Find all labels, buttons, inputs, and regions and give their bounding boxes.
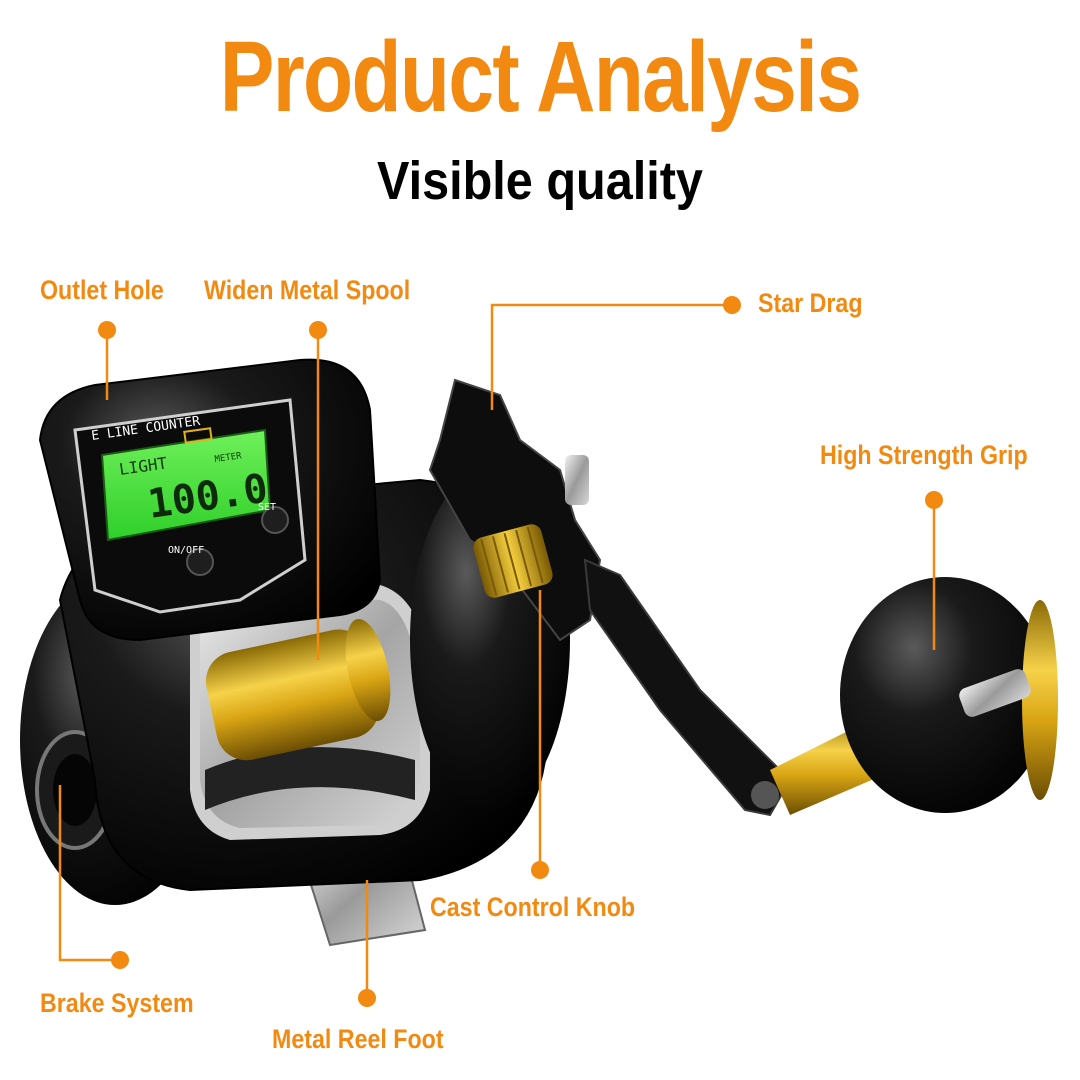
callout-widen-metal-spool: Widen Metal Spool — [204, 275, 411, 305]
callout-dot-reel-foot — [358, 989, 376, 1007]
callout-brake-system: Brake System — [40, 988, 194, 1018]
callout-star-drag: Star Drag — [758, 288, 863, 318]
callout-dot-spool — [309, 321, 327, 339]
on-off-button — [186, 548, 214, 576]
widen-metal-spool — [205, 629, 380, 761]
callout-dot-star-drag — [723, 296, 741, 314]
handle-arm — [583, 558, 792, 817]
callout-dot-cast-knob — [531, 861, 549, 879]
high-strength-grip — [840, 577, 1050, 813]
page-title: Product Analysis — [219, 21, 862, 133]
battery-icon — [183, 427, 213, 444]
lcd-unit: METER — [214, 451, 243, 465]
callout-cast-control-knob: Cast Control Knob — [430, 892, 636, 922]
page-subtitle: Visible quality — [377, 151, 703, 211]
callout-metal-reel-foot: Metal Reel Foot — [272, 1024, 444, 1054]
set-button — [261, 506, 289, 534]
callout-dot-outlet-hole — [98, 321, 116, 339]
callout-dot-brake — [111, 951, 129, 969]
callout-dot-grip — [925, 491, 943, 509]
star-drag — [428, 378, 602, 642]
callout-high-strength-grip: High Strength Grip — [820, 440, 1028, 470]
callout-outlet-hole: Outlet Hole — [40, 275, 164, 305]
set-label: SET — [258, 502, 276, 513]
on-off-label: ON/OFF — [168, 545, 204, 556]
